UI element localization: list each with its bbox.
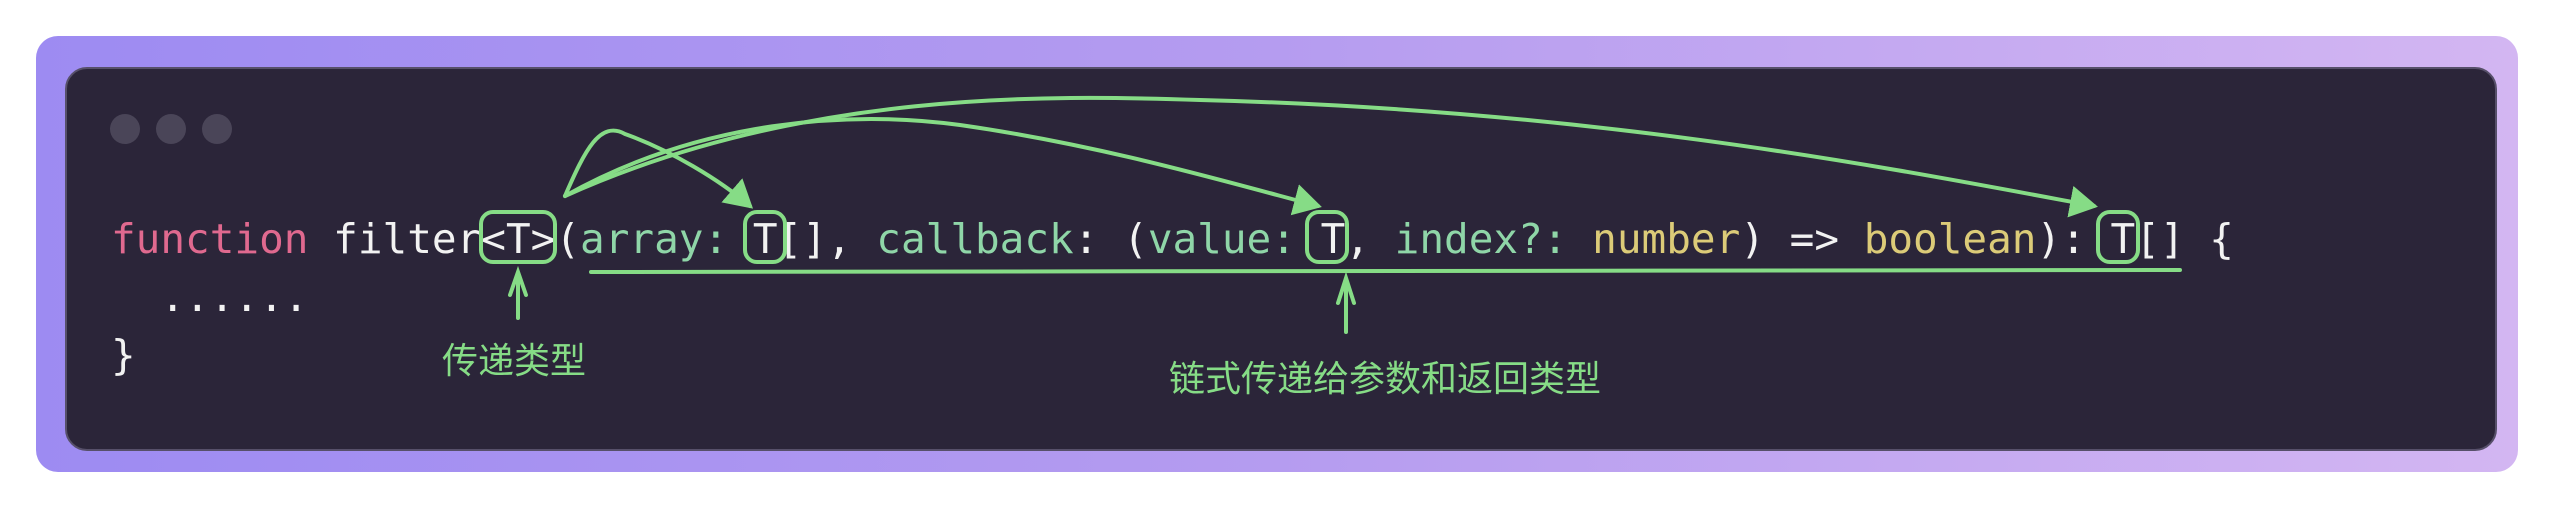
punct: : ( bbox=[1073, 215, 1148, 263]
paren: ( bbox=[555, 215, 581, 263]
code-window bbox=[65, 67, 2497, 451]
label-pass-type: 传递类型 bbox=[441, 341, 587, 382]
code-line-1: function filter<T>(array: T[], callback:… bbox=[111, 210, 2234, 268]
arrow-to-array-type bbox=[563, 128, 754, 209]
code-block: function filter<T>(array: T[], callback:… bbox=[111, 210, 2234, 384]
arrow-up-generic bbox=[508, 265, 528, 320]
label-chain-pass: 链式传递给参数和返回类型 bbox=[1168, 359, 1602, 400]
window-maximize-dot bbox=[202, 114, 232, 144]
colon: : bbox=[1271, 215, 1321, 263]
type-t-value: T bbox=[1320, 215, 1346, 263]
highlight-box-value-type bbox=[1305, 210, 1349, 264]
param-index: index? bbox=[1394, 215, 1543, 263]
highlight-box-generic bbox=[479, 210, 557, 264]
code-line-2: ...... bbox=[111, 273, 309, 321]
keyword-function: function bbox=[111, 215, 309, 263]
arrow-to-return-type bbox=[563, 95, 2098, 218]
highlight-box-return-type bbox=[2096, 210, 2140, 264]
colon: : bbox=[1542, 215, 1593, 263]
code-line-3: } bbox=[111, 331, 136, 379]
arrow-to-value-type bbox=[563, 117, 1322, 216]
punct: , bbox=[1345, 215, 1395, 263]
punct: [] { bbox=[2135, 215, 2234, 263]
arrow-up-chain bbox=[1336, 271, 1356, 334]
type-t-array: T bbox=[752, 215, 778, 263]
type-t-return: T bbox=[2110, 215, 2136, 263]
window-minimize-dot bbox=[156, 114, 186, 144]
window-close-dot bbox=[110, 114, 140, 144]
punct: ): bbox=[2036, 215, 2111, 263]
param-array: array bbox=[580, 215, 704, 263]
param-value: value bbox=[1147, 215, 1272, 263]
param-callback: callback bbox=[876, 215, 1074, 263]
chain-underline bbox=[589, 268, 2182, 274]
punct: ) => bbox=[1740, 215, 1864, 263]
type-boolean: boolean bbox=[1863, 215, 2037, 263]
punct: [], bbox=[777, 215, 877, 263]
highlight-box-array-type bbox=[743, 210, 787, 264]
generic-param: <T> bbox=[481, 215, 556, 263]
type-number: number bbox=[1592, 215, 1741, 263]
function-name: filter bbox=[333, 215, 482, 263]
colon: : bbox=[703, 215, 753, 263]
